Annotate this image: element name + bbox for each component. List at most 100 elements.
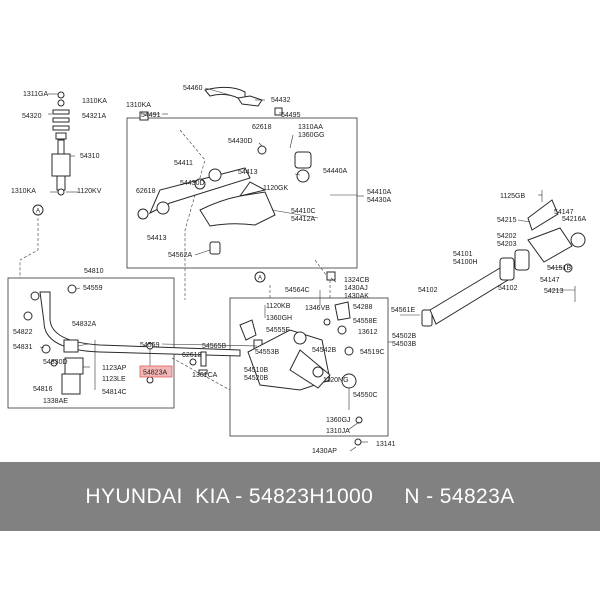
part-number-label: 54520B [244, 375, 268, 382]
part-number-label: 1430AK [344, 293, 369, 300]
part-number-label: 54559 [83, 285, 103, 292]
part-number-label: 54814C [102, 389, 127, 396]
part-number-label: 1360GG [298, 132, 324, 139]
callout-circle [254, 271, 266, 283]
upper-arm-assembly [137, 86, 312, 255]
part-number-label: 54203 [497, 241, 517, 248]
part-number-label: 1338AE [43, 398, 68, 405]
part-number-label: 54553B [255, 349, 279, 356]
part-number-label: 54410C [291, 208, 316, 215]
part-number-label: 1120KB [266, 303, 291, 310]
stabilizer-bar-assembly [23, 284, 263, 395]
part-number-label: 54320 [22, 113, 42, 120]
part-number-label: 54822 [13, 329, 33, 336]
part-number-label: 54321A [82, 113, 106, 120]
stabilizer-group-frame [7, 277, 175, 409]
part-number-label: 54830D [43, 359, 68, 366]
highlight-text: 54823A [143, 370, 167, 377]
part-number-label: 62618 [136, 188, 156, 195]
part-number-label: 54559 [140, 342, 160, 349]
banner-text: HYUNDAI KIA - 54823H1000 N - 54823A [85, 484, 515, 508]
part-number-label: 54413 [147, 235, 167, 242]
part-number-label: 54202 [497, 233, 517, 240]
part-number-label: 54832A [72, 321, 96, 328]
part-labels: 54460 54432 1310KA 54491 54495 1311GA 1310KA 54… [11, 85, 586, 455]
highlight-box [139, 365, 173, 378]
part-number-label: 54519C [360, 349, 385, 356]
part-number-label: 54413 [238, 169, 258, 176]
part-number-label: 54562A [168, 252, 192, 259]
part-number-label: 54310 [80, 153, 100, 160]
part-number-label: 54288 [353, 304, 373, 311]
part-number-label: 1310KA [82, 98, 107, 105]
highlighted-part-label[interactable]: 54823A [139, 365, 173, 378]
part-number-label: 54810 [84, 268, 104, 275]
part-number-label: 54101 [453, 251, 473, 258]
part-number-label: 54558E [353, 318, 377, 325]
part-number-label: 54102 [498, 285, 518, 292]
callout-circle [32, 204, 44, 216]
part-number-label: 54151B [547, 265, 571, 272]
part-number-label: 54430D [180, 180, 205, 187]
part-number-label: 1123LE [102, 376, 126, 383]
part-number-label: 54831 [13, 344, 33, 351]
part-number-label: 1324CB [344, 277, 370, 284]
part-number-label: 1360GH [266, 315, 292, 322]
part-number-label: 54495 [281, 112, 301, 119]
part-number-label: 54216A [562, 216, 586, 223]
upper-arm-group-frame [126, 117, 358, 269]
drive-shaft-assembly [400, 190, 586, 327]
part-number-label: 54410A [367, 189, 391, 196]
part-number-label: 1120KV [77, 188, 102, 195]
part-number-label: 54430D [228, 138, 253, 145]
part-number-label: 54213 [544, 288, 564, 295]
part-number-label: 54147 [540, 277, 560, 284]
part-number-label: 1310KA [11, 188, 36, 195]
part-number-label: 13141 [376, 441, 396, 448]
part-number-label: 1430AJ [344, 285, 368, 292]
part-number-label: 1120GK [263, 185, 288, 192]
part-number-label: 54215 [497, 217, 517, 224]
part-number-label: 1310JA [326, 428, 350, 435]
lower-arm-assembly [239, 271, 363, 446]
part-number-label: 54550C [353, 392, 378, 399]
part-number-label: 13612 [358, 329, 378, 336]
part-number-label: 62618 [182, 352, 202, 359]
part-number-label: 1346VB [305, 305, 330, 312]
part-number-label: 62618 [252, 124, 272, 131]
part-number-label: 54147 [554, 209, 574, 216]
leader-lines [39, 87, 575, 452]
part-number-label: 54565B [202, 343, 226, 350]
callout-letter: A [258, 276, 262, 282]
parts-diagram: 54823A 54460 54432 1310KA 54491 54495 1311GA 1… [7, 85, 587, 455]
part-number-label: 54510B [244, 367, 268, 374]
part-number-label: 54561E [391, 307, 415, 314]
part-number-banner: HYUNDAI KIA - 54823H1000 N - 54823A [0, 462, 600, 531]
part-number-label: 54503B [392, 341, 416, 348]
callout-letter: A [36, 209, 40, 215]
part-number-label: 1310KA [126, 102, 151, 109]
part-number-label: 54412A [291, 216, 315, 223]
part-number-label: 54102 [418, 287, 438, 294]
part-number-label: 1120NG [323, 377, 349, 384]
part-number-label: 54411 [174, 160, 193, 167]
part-number-label: 54502B [392, 333, 416, 340]
part-number-label: 1310AA [298, 124, 323, 131]
part-number-label: 54816 [33, 386, 53, 393]
part-number-label: 1125GB [500, 193, 525, 200]
lower-arm-group-frame [229, 297, 389, 437]
part-number-label: 1123AP [102, 365, 127, 372]
coil-spring-strut [51, 91, 71, 196]
part-number-label: 54460 [183, 85, 203, 92]
part-number-label: 54100H [453, 259, 478, 266]
part-number-label: 54564C [285, 287, 310, 294]
part-number-label: 54555F [266, 327, 290, 334]
part-number-label: 1311GA [23, 91, 48, 98]
part-number-label: 54491 [141, 112, 161, 119]
part-number-label: 1360GJ [326, 417, 351, 424]
part-number-label: 1430AP [312, 448, 337, 455]
part-number-label: 54440A [323, 168, 347, 175]
part-number-label: 1361CA [192, 372, 218, 379]
part-number-label: 54432 [271, 97, 291, 104]
part-number-label: 54430A [367, 197, 391, 204]
